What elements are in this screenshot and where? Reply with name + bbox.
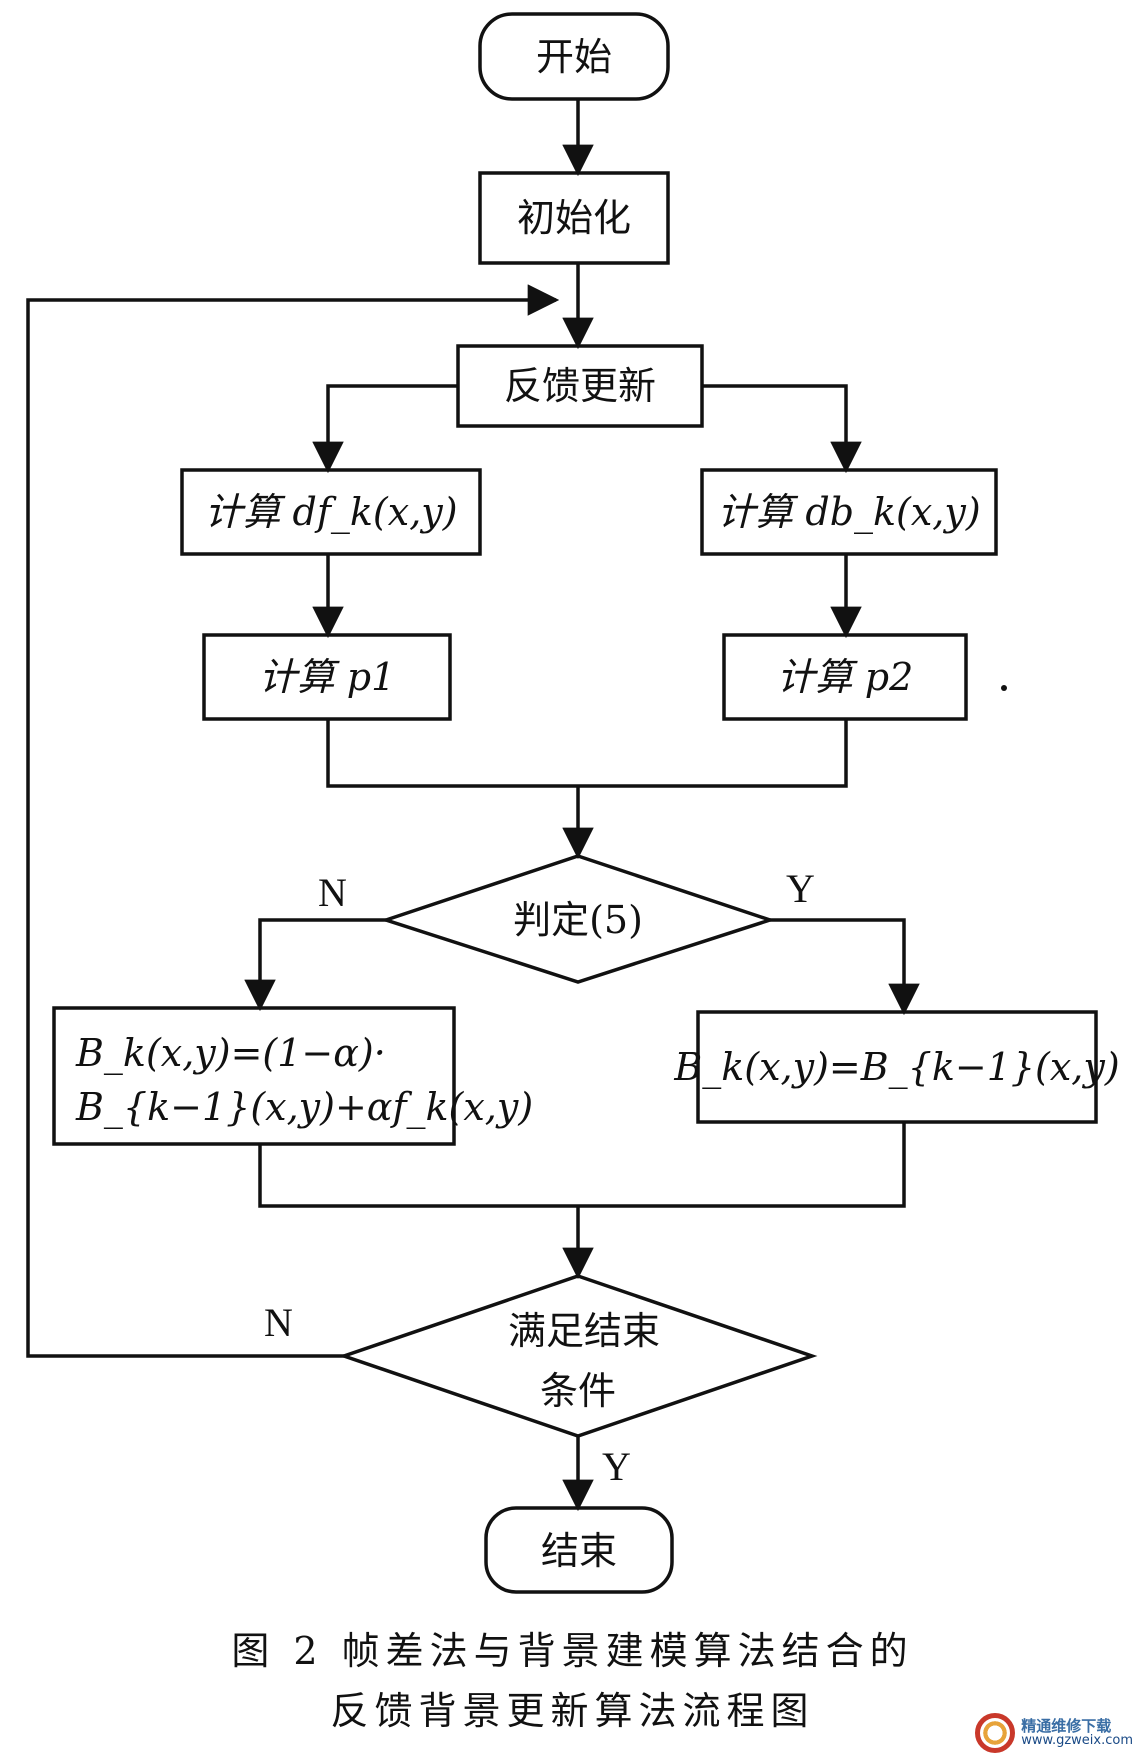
calc-p2-label: 计算 p2 (777, 655, 914, 699)
calc-df-label: 计算 df_k(x,y) (204, 490, 457, 535)
init-label: 初始化 (517, 196, 631, 240)
edge-feedback-df (312, 384, 458, 474)
start-label: 开始 (536, 35, 612, 79)
watermark-title: 精通维修下载 (1021, 1716, 1112, 1735)
start-terminal (478, 12, 670, 101)
stray-dot (1001, 685, 1007, 691)
figure-caption-line2: 反馈背景更新算法流程图 (330, 1689, 815, 1733)
end-label: 结束 (541, 1529, 617, 1573)
edge-feedback-db (702, 384, 862, 474)
edge-decision-yes (770, 918, 920, 1016)
watermark-url: www.gzweix.com (1021, 1733, 1133, 1749)
edge-loop-back (26, 284, 560, 1358)
decision-5-label: 判定(5) (513, 898, 643, 942)
decision-5-diamond (380, 854, 776, 984)
end-condition-no-label: N (264, 1300, 293, 1345)
feedback-update-label: 反馈更新 (504, 364, 656, 408)
watermark-logo-icon (975, 1713, 1016, 1753)
edge-merge-p (326, 719, 848, 788)
decision-5-no-label: N (318, 870, 347, 915)
end-condition-line2: 条件 (540, 1369, 616, 1413)
decision-5-yes-label: Y (786, 866, 815, 911)
calc-db-label: 计算 db_k(x,y) (717, 490, 980, 535)
end-condition-line1: 满足结束 (508, 1309, 660, 1353)
watermark: 精通维修下载 www.gzweix.com (975, 1713, 1133, 1753)
edge-decision-no (244, 918, 386, 1012)
formula-y-label: B_k(x,y)=B_{k−1}(x,y) (673, 1045, 1119, 1090)
flowchart: 开始 初始化 反馈更新 计算 df_k(x,y) 计算 db_k(x,y) 计算… (26, 12, 1120, 1594)
calc-p1-label: 计算 p1 (259, 655, 396, 699)
edge-merge-formulas (258, 1122, 906, 1208)
figure-caption-line1: 图 2 帧差法与背景建模算法结合的 (231, 1629, 914, 1673)
formula-n-line2: B_{k−1}(x,y)+αf_k(x,y) (75, 1085, 533, 1130)
end-condition-yes-label: Y (602, 1444, 631, 1489)
formula-n-line1: B_k(x,y)=(1−α)· (75, 1031, 386, 1076)
